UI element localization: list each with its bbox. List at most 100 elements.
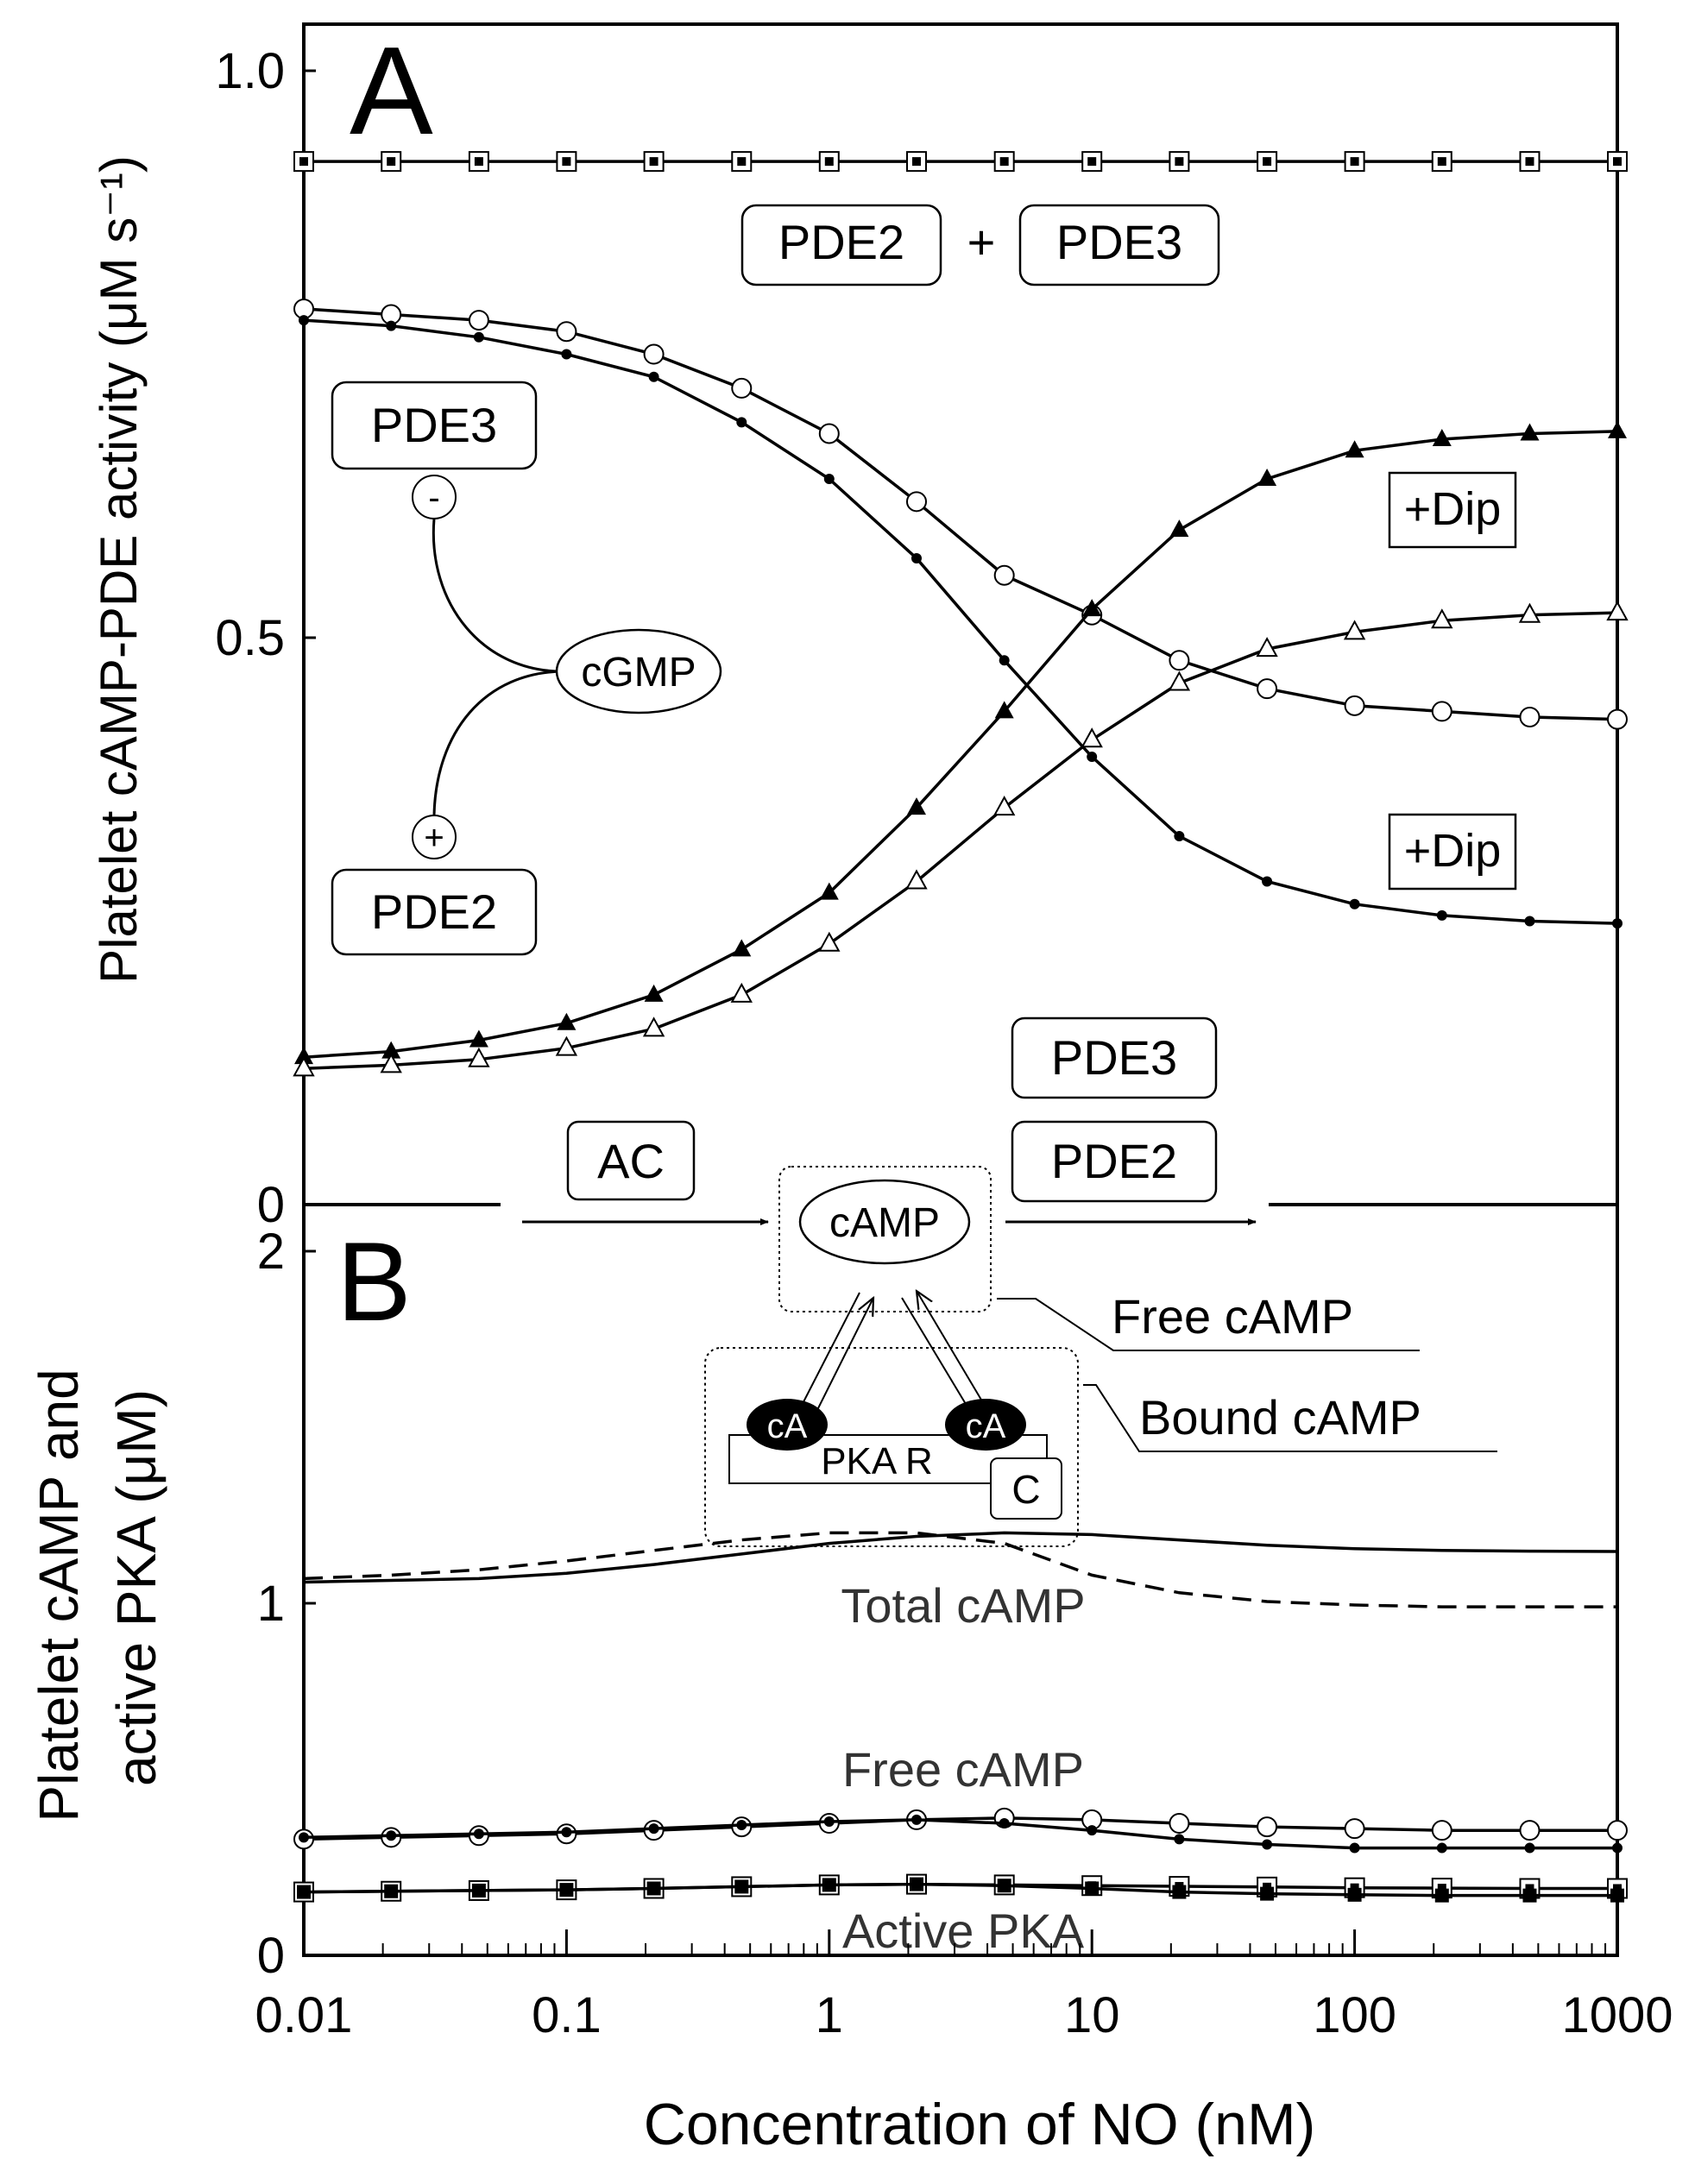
panel-a-series-4-point-15 bbox=[1606, 601, 1629, 621]
panel-a-series-2-point-14 bbox=[1524, 916, 1535, 927]
panel-b-series-5-point-0 bbox=[297, 1885, 311, 1899]
bound-camp-leader bbox=[1083, 1384, 1497, 1452]
panel-a-series-3-line bbox=[303, 430, 1618, 1059]
panel-b-series-4-point-15-core bbox=[1613, 1884, 1622, 1893]
panel-b-series-5-point-2 bbox=[471, 1883, 486, 1898]
cgmp-regulation-inset: PDE3 - cGMP + PDE2 bbox=[331, 381, 722, 956]
panel-b: 012 B AC PDE3 PDE2 cAMP PKA R bbox=[28, 1016, 1673, 2157]
panel-a-series-4-point-5 bbox=[730, 982, 753, 1003]
panel-a-series-3-point-3 bbox=[557, 1012, 577, 1030]
panel-a-series-2-point-15 bbox=[1612, 918, 1623, 929]
panel-a-series-1-point-11 bbox=[1257, 678, 1278, 700]
panel-b-series-4-point-12-core bbox=[1350, 1883, 1359, 1892]
panel-a-series-1-point-14 bbox=[1519, 706, 1541, 727]
panel-b-series-5-point-11 bbox=[1260, 1886, 1275, 1901]
panel-b-series-3-point-15 bbox=[1612, 1842, 1623, 1854]
free-camp-box bbox=[778, 1166, 992, 1312]
panel-b-series-3-point-0 bbox=[299, 1832, 309, 1843]
panel-b-series-3-point-11 bbox=[1262, 1839, 1273, 1850]
panel-b-series-3-point-12 bbox=[1349, 1842, 1360, 1854]
panel-b-series-2-point-13 bbox=[1431, 1820, 1452, 1841]
panel-b-series-0-line bbox=[303, 1531, 1618, 1584]
panel-a-series-3-point-13 bbox=[1432, 429, 1452, 447]
panel-a-series-0-point-2-core bbox=[474, 157, 483, 167]
schematic-pde2-label: PDE2 bbox=[1051, 1134, 1177, 1188]
panel-b-y-axis: 012 bbox=[257, 1224, 316, 1984]
x-tick-label-3: 10 bbox=[1064, 1987, 1120, 2043]
panel-b-series-3-point-2 bbox=[473, 1828, 484, 1840]
pde3-label: PDE3 bbox=[1056, 215, 1182, 269]
minus-sign: - bbox=[428, 479, 439, 517]
panel-a-series-2-point-0 bbox=[299, 315, 309, 326]
panel-a-series-2-point-13 bbox=[1436, 909, 1447, 921]
x-tick-label-4: 100 bbox=[1313, 1987, 1396, 2043]
panel-a-series-2-point-4 bbox=[648, 371, 659, 382]
panel-b-series-5-point-1 bbox=[384, 1884, 399, 1898]
panel-b-series-3-point-10 bbox=[1174, 1834, 1185, 1845]
panel-a-series-0-point-10-core bbox=[1175, 157, 1184, 167]
dip-label-top: +Dip bbox=[1388, 471, 1517, 549]
y-tick-label-2: 1.0 bbox=[215, 43, 285, 99]
panel-a-series-2-point-7 bbox=[911, 553, 922, 564]
panel-a-series-3-point-0 bbox=[294, 1047, 313, 1065]
panel-a-series-0-point-11-core bbox=[1263, 157, 1272, 167]
panel-a-series-3-point-2 bbox=[469, 1029, 488, 1048]
panel-b-series-4-point-14-core bbox=[1525, 1884, 1534, 1893]
dip-label-bottom: +Dip bbox=[1388, 813, 1517, 891]
panel-a-series-1-point-13 bbox=[1431, 701, 1452, 722]
x-axis-label: Concentration of NO (nM) bbox=[644, 2092, 1316, 2157]
panel-a-series-3-point-4 bbox=[644, 984, 664, 1002]
panel-b-series-5-point-15 bbox=[1610, 1888, 1624, 1903]
panel-a-series-4-line bbox=[303, 611, 1618, 1071]
pde2-label: PDE2 bbox=[778, 215, 904, 269]
panel-a-series-4-point-13 bbox=[1431, 608, 1453, 629]
panel-a-series-4-point-9 bbox=[1081, 727, 1103, 748]
panel-b-y-label-line2: active PKA (μM) bbox=[105, 1389, 167, 1786]
x-tick-label-2: 1 bbox=[816, 1987, 843, 2043]
panel-a-series-1-line bbox=[303, 307, 1618, 721]
y-tick-label-2: 2 bbox=[257, 1224, 285, 1280]
panel-b-series-3-point-9 bbox=[1087, 1825, 1098, 1836]
panel-b-series-3-point-4 bbox=[648, 1823, 659, 1835]
bound-camp-box bbox=[704, 1347, 1079, 1547]
bound-camp-inset-label: Bound cAMP bbox=[1139, 1390, 1421, 1444]
panel-a-series-3-point-15 bbox=[1608, 420, 1627, 438]
panel-b-y-label-line1: Platelet cAMP and bbox=[28, 1369, 90, 1822]
panel-a-series-4-point-7 bbox=[905, 869, 928, 890]
panel-a-series-3-point-8 bbox=[994, 701, 1014, 719]
camp-label: cAMP bbox=[829, 1200, 940, 1246]
panel-a-series-1-point-2 bbox=[468, 310, 489, 331]
panel-b-series-5-point-7 bbox=[909, 1877, 923, 1891]
panel-a-series-0-point-13-core bbox=[1437, 157, 1446, 167]
panel-a-series-3-point-14 bbox=[1520, 423, 1540, 441]
panel-b-series-2-point-14 bbox=[1519, 1820, 1541, 1841]
panel-a-series-4-point-0 bbox=[293, 1056, 315, 1077]
active-pka-label: Active PKA bbox=[842, 1904, 1085, 1958]
panel-a-series-1-point-5 bbox=[731, 377, 753, 399]
activation-connector bbox=[432, 670, 566, 816]
panel-a-series-4-point-8 bbox=[992, 796, 1016, 816]
panel-a-series-2-point-5 bbox=[736, 417, 747, 428]
panel-b-series-5-point-10 bbox=[1172, 1885, 1187, 1899]
panel-b-letter: B bbox=[337, 1218, 412, 1344]
x-tick-label-1: 0.1 bbox=[532, 1987, 602, 2043]
panel-b-series-2-line bbox=[303, 1816, 1617, 1841]
panel-b-series-5-point-6 bbox=[822, 1878, 836, 1892]
dip-label-bottom-text: +Dip bbox=[1404, 825, 1502, 877]
pka-c-subunit bbox=[990, 1457, 1062, 1520]
panel-b-series-5-point-3 bbox=[559, 1883, 574, 1898]
panel-a-series-4-point-2 bbox=[468, 1047, 490, 1067]
panel-a-series-0-point-1-core bbox=[387, 157, 396, 167]
panel-a-series-1-point-7 bbox=[905, 491, 927, 513]
panel-b-series-5-point-14 bbox=[1522, 1888, 1537, 1903]
panel-b-series-3-point-8 bbox=[999, 1818, 1010, 1828]
inhibition-connector bbox=[432, 518, 566, 673]
panel-a-series-3-point-10 bbox=[1169, 519, 1189, 538]
panel-a-series-2-point-2 bbox=[473, 331, 484, 343]
panel-a-series-0-point-7-core bbox=[911, 157, 921, 167]
panel-a-series-2-point-9 bbox=[1087, 751, 1098, 762]
panel-a-series-4-point-3 bbox=[555, 1035, 578, 1056]
panel-a-series-0-point-5-core bbox=[737, 157, 747, 167]
